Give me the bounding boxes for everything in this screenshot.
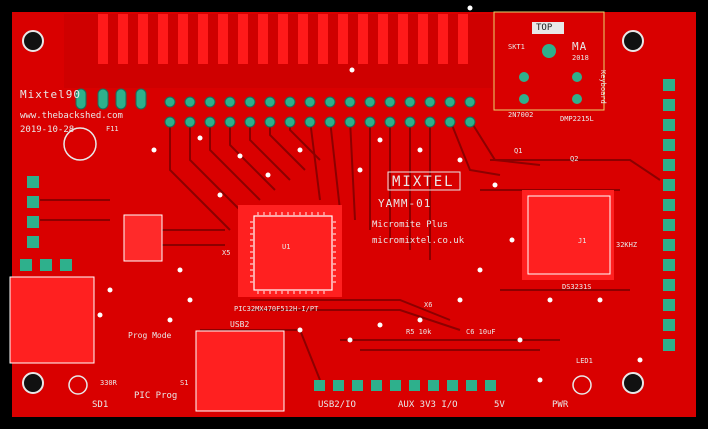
- product-box-label: MIXTEL: [392, 174, 455, 190]
- rtc-label: DS3231S: [562, 283, 592, 291]
- sd-connector-pads: [20, 176, 72, 271]
- f11-label: F11: [106, 125, 119, 133]
- copper-traces: [40, 119, 661, 381]
- rtc-chip: [527, 195, 611, 275]
- header-fingers: [98, 14, 468, 64]
- fet2-label: DMP2215L: [560, 115, 594, 123]
- x6-label: X6: [424, 301, 433, 309]
- mounting-holes: [22, 30, 644, 394]
- led-pads: [68, 375, 592, 395]
- keyboard-socket-pads: [519, 44, 582, 104]
- board-date: 2019-10-28: [20, 125, 75, 135]
- sd-label: SD1: [92, 400, 109, 410]
- fet1-label: 2N7002: [508, 111, 534, 119]
- right-connector-pads: [663, 79, 675, 351]
- r5-label: R5 10k: [406, 328, 432, 336]
- socket-ref: SKT1: [508, 43, 525, 51]
- top-marker-box: [532, 22, 564, 34]
- board-title: Mixtel90: [20, 88, 81, 101]
- crystal-label: 32KHZ: [616, 241, 638, 249]
- vias: [97, 5, 643, 383]
- q1-label: Q1: [514, 147, 523, 155]
- top-marker: TOP: [536, 23, 553, 33]
- small-ic-left: [123, 214, 163, 262]
- product-name-box: [387, 171, 461, 191]
- mcu-part-label: PIC32MX470F512H-I/PT: [234, 305, 319, 313]
- board-url: www.thebackshed.com: [20, 111, 123, 121]
- product-site: micromixtel.co.uk: [372, 236, 465, 246]
- copper-pour-mcu: [238, 205, 342, 297]
- aux-header-pads: [314, 380, 496, 391]
- brand-year: 2018: [572, 54, 589, 62]
- sd-led-ring: [63, 127, 97, 161]
- pic-prog-label: PIC Prog: [134, 391, 178, 401]
- u1-label: U1: [282, 243, 291, 251]
- brand-mark: MA: [572, 40, 588, 53]
- product-variant: Micromite Plus: [372, 220, 448, 230]
- keyboard-label: Keyboard: [599, 70, 607, 104]
- prog-mode-label: Prog Mode: [128, 331, 172, 340]
- header-pads: [75, 88, 476, 128]
- pwr-label: PWR: [552, 400, 569, 410]
- product-name: YAMM-01: [378, 197, 432, 210]
- x5-label: X5: [222, 249, 231, 257]
- aux-label: AUX 3V3 I/O: [398, 400, 458, 410]
- led1-label: LED1: [576, 357, 593, 365]
- j1-label: J1: [578, 237, 587, 245]
- copper-pour-usb: [195, 330, 285, 412]
- q2-label: Q2: [570, 155, 579, 163]
- c6-label: C6 10uF: [466, 328, 496, 336]
- copper-pour-left: [9, 276, 95, 364]
- mcu-chip: [250, 212, 336, 294]
- usb2-label: USB2: [230, 320, 250, 329]
- usb-io-label: USB2/IO: [318, 400, 356, 410]
- five-volt-label: 5V: [494, 400, 505, 410]
- keyboard-socket-outline: [493, 11, 605, 111]
- resistor-330-label: 330R: [100, 379, 117, 387]
- copper-pour-rtc: [522, 190, 614, 280]
- s1-label: S1: [180, 379, 189, 387]
